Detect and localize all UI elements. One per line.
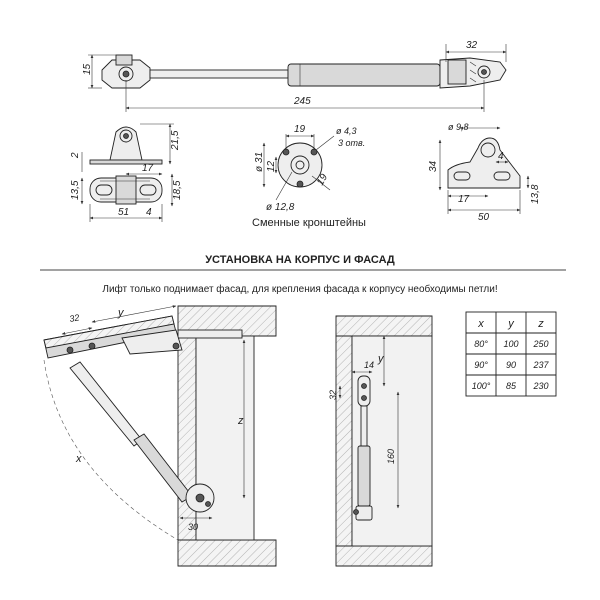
dim-right-h2: 13,8 <box>530 184 541 204</box>
table-header-z: z <box>537 318 544 330</box>
install-left-30: 30 <box>188 522 198 532</box>
table-cell: 85 <box>506 381 517 391</box>
install-right-32: 32 <box>328 390 338 400</box>
table-cell: 90° <box>474 360 488 370</box>
section-title: УСТАНОВКА НА КОРПУС И ФАСАД <box>205 254 395 266</box>
dim-mid-holes-note: 3 отв. <box>338 138 365 148</box>
dim-total-length: 245 <box>293 96 311 107</box>
bracket-middle-detail: 19 ø 4,3 3 отв. ø 31 12 19 ø 12,8 <box>254 124 365 213</box>
table-cell: 230 <box>532 381 548 391</box>
dim-right-height: 34 <box>428 160 439 172</box>
install-left-x: x <box>75 453 82 465</box>
dim-bracket-left-w1: 17 <box>142 163 154 174</box>
table-cell: 90 <box>506 360 516 370</box>
install-right-view: y 14 32 160 <box>328 315 433 567</box>
top-dimensions: 15 245 32 <box>82 40 507 112</box>
dim-mid-19: 19 <box>315 172 330 188</box>
caption-brackets: Сменные кронштейны <box>252 217 366 229</box>
install-right-160: 160 <box>386 449 396 464</box>
table-cell: 80° <box>474 339 488 349</box>
dim-mid-diameter-small: ø 12,8 <box>266 202 295 213</box>
install-left-view: x 32 y z 30 <box>43 305 277 567</box>
dim-mid-width: 19 <box>294 124 306 135</box>
dim-mid-hole: ø 4,3 <box>336 126 357 136</box>
table-cell: 100 <box>503 339 518 349</box>
table-cell: 100° <box>472 381 491 391</box>
table-header-y: y <box>507 318 515 330</box>
dim-mid-12: 12 <box>266 160 277 172</box>
dim-bracket-left-w2: 51 <box>118 207 129 218</box>
install-left-32: 32 <box>69 312 81 324</box>
dim-stroke-height: 15 <box>82 63 93 75</box>
xyz-table: x y z 80° 100 250 90° 90 237 100° 85 230 <box>465 311 557 397</box>
table-cell: 250 <box>532 339 548 349</box>
dim-bracket-left-h2: 18,5 <box>172 180 183 200</box>
install-right-14: 14 <box>364 360 374 370</box>
bracket-right-detail: ø 9,8 34 4 17 50 13,8 <box>428 122 541 223</box>
dim-right-w2: 17 <box>458 194 470 205</box>
dim-right-hole: ø 9,8 <box>448 122 469 132</box>
gas-strut-side-view <box>101 54 507 89</box>
dim-bracket-left-base: 2 <box>70 152 81 159</box>
dim-right-w3: 50 <box>478 212 490 223</box>
install-left-z: z <box>237 415 244 427</box>
dim-bracket-left-w3: 4 <box>146 207 152 218</box>
dim-bracket-span: 32 <box>466 40 478 51</box>
dim-bracket-left-h1: 13,5 <box>70 180 81 200</box>
install-note: Лифт только поднимает фасад, для креплен… <box>102 283 497 295</box>
bracket-left-detail: 21,5 2 13,5 18,5 17 51 4 <box>70 123 183 222</box>
install-left-y: y <box>117 307 125 319</box>
dim-right-w1: 4 <box>498 151 504 162</box>
table-cell: 237 <box>532 360 549 370</box>
dim-bracket-left-height: 21,5 <box>170 130 181 151</box>
dim-mid-diameter: ø 31 <box>254 152 265 172</box>
install-right-y: y <box>377 353 385 365</box>
table-header-x: x <box>477 318 484 330</box>
